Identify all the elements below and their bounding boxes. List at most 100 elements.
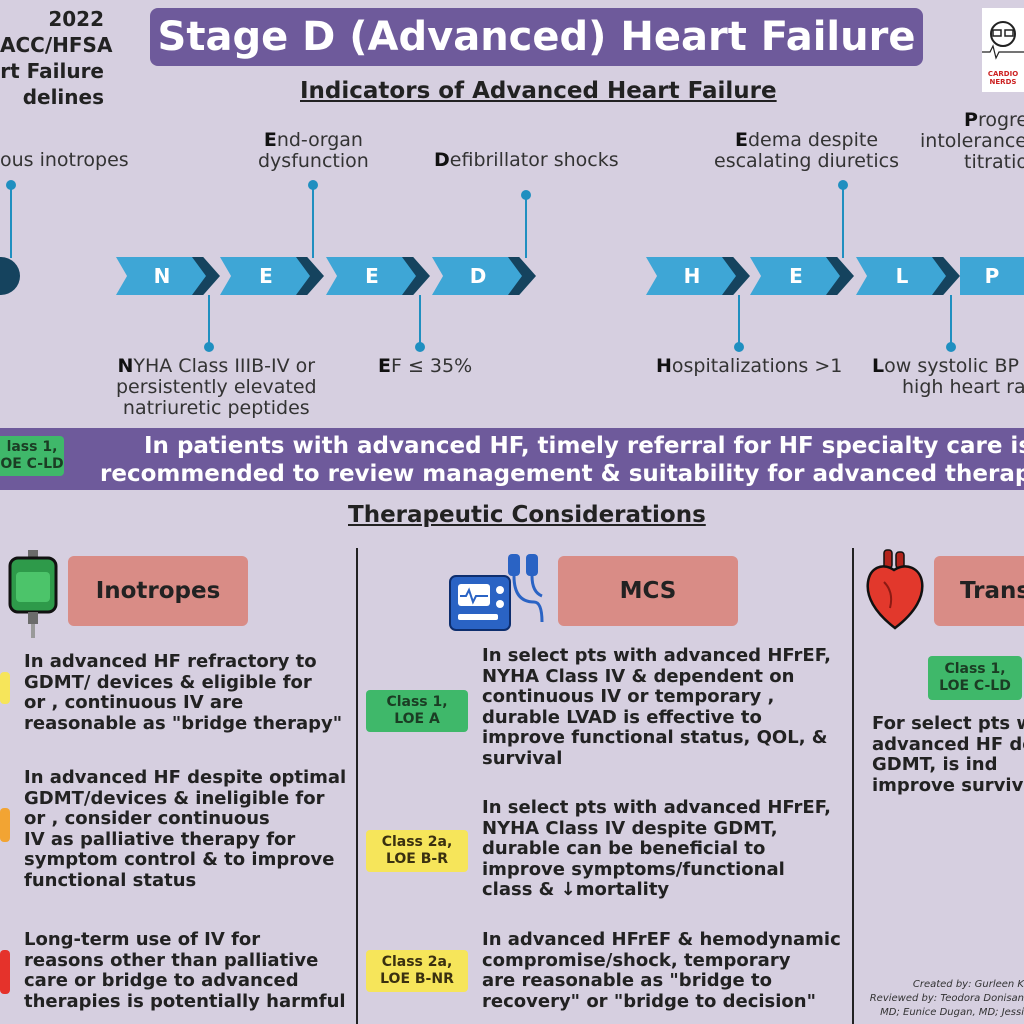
chevron-D: D (432, 257, 524, 295)
chevron-letter: L (895, 264, 909, 288)
rec-line: symptom control & to improve (24, 849, 335, 870)
rec-line: In advanced HF despite optimal (24, 767, 347, 788)
rec-line: are reasonable as "bridge to (482, 970, 772, 991)
referral-banner: lass 1, OE C-LD In patients with advance… (0, 428, 1024, 490)
indicator-text: dema despite (747, 129, 879, 151)
heart-icon (866, 549, 924, 630)
pin-dot (6, 180, 16, 190)
indicator-progressive-label: Progre intolerance titration o (920, 110, 1024, 173)
chevron-letter: E (365, 264, 379, 288)
inotrope-class-2a-marker (0, 672, 10, 704)
rec-line: class & ↓mortality (482, 879, 670, 900)
indicator-inotropes-label: ous inotropes (0, 150, 129, 171)
loe-text: LOE C-LD (939, 678, 1011, 694)
inotrope-rec-3: Long-term use of IV for reasons other th… (24, 929, 354, 1012)
indicator-end-organ-label: End-organ dysfunction (258, 130, 369, 172)
rec-line: care or bridge to advanced (24, 970, 299, 991)
pin-dot (204, 342, 214, 352)
chevron-partial (0, 257, 20, 295)
inotrope-class-2b-marker (0, 808, 10, 842)
indicator-text: intolerance (920, 130, 1024, 152)
referral-class-badge: lass 1, OE C-LD (0, 436, 64, 476)
pin-line (842, 186, 844, 258)
chevron-E1: E (220, 257, 312, 295)
indicator-low-bp-label: Low systolic BP high heart ra (872, 356, 1024, 398)
pin-line (738, 295, 740, 345)
guideline-source-line: rt Failure (0, 59, 104, 83)
chevron-E2: E (326, 257, 418, 295)
indicator-text: F ≤ 35% (390, 355, 473, 377)
class-text: Class 1, (944, 661, 1006, 677)
inotrope-class-3-marker (0, 950, 10, 994)
transplant-rec-1: For select pts w advanced HF de GDMT, is… (872, 714, 1024, 796)
indicator-ef-label: EF ≤ 35% (378, 356, 472, 377)
class-text: Class 2a, (381, 954, 453, 970)
chevron-E3: E (750, 257, 842, 295)
pin-line (950, 295, 952, 345)
rec-line: compromise/shock, temporary (482, 949, 791, 971)
indicator-text: escalating diuretics (714, 150, 900, 172)
mcs-class-badge-1: Class 1, LOE A (366, 690, 468, 732)
rec-line: In select pts with advanced HFrEF, (482, 797, 831, 818)
cardionerds-logo: CARDIO NERDS (982, 8, 1024, 92)
rec-line: survival (482, 747, 563, 769)
chevron-letter: P (984, 264, 1000, 288)
logo-text: CARDIO NERDS (987, 70, 1019, 86)
mcs-rec-1: In select pts with advanced HFrEF, NYHA … (482, 645, 852, 769)
cardionerds-logo-icon (982, 21, 1024, 60)
rec-line: therapies is potentially harmful (24, 990, 346, 1012)
loe-text: LOE B-NR (380, 971, 454, 987)
indicator-edema-label: Edema despite escalating diuretics (714, 130, 899, 172)
rec-line: GDMT/devices & ineligible for (24, 787, 325, 809)
pin-dot (946, 342, 956, 352)
rec-line: improve symptoms/functional (482, 858, 785, 880)
indicator-text: high heart ra (902, 376, 1024, 398)
indicator-text: efibrillator shocks (449, 149, 619, 171)
indicator-letter: E (378, 355, 391, 377)
rec-line: Long-term use of IV for (24, 929, 261, 950)
pin-line (312, 186, 314, 258)
rec-line: reasons other than palliative (24, 949, 319, 971)
chevron-letter: E (259, 264, 273, 288)
chevron-letter: H (683, 264, 701, 288)
rec-line: continuous IV or temporary , (482, 686, 775, 707)
chevron-P: P (960, 257, 1024, 295)
mcs-device-icon (449, 554, 544, 631)
indicator-letter: E (263, 129, 277, 151)
indicator-letter: P (964, 109, 978, 131)
transplant-header: Trans (934, 556, 1024, 626)
indicator-text: titration o (964, 151, 1024, 173)
iv-bag-icon (8, 550, 58, 638)
indicator-text: nd-organ (276, 129, 363, 151)
credits: Created by: Gurleen K Reviewed by: Teodo… (870, 978, 1024, 1020)
rec-line: or , continuous IV are (24, 692, 244, 713)
banner-line: In patients with advanced HF, timely ref… (144, 433, 1024, 459)
pin-line (10, 186, 12, 258)
chevron-letter: N (153, 264, 171, 288)
indicator-letter: N (117, 355, 134, 377)
indicator-text: ospitalizations >1 (671, 355, 843, 377)
pin-dot (415, 342, 425, 352)
page-title: Stage D (Advanced) Heart Failure (150, 8, 923, 66)
indicator-defibrillator-label: Defibrillator shocks (434, 150, 619, 171)
column-divider (852, 548, 854, 1024)
mcs-class-badge-3: Class 2a, LOE B-NR (366, 950, 468, 992)
indicator-hospitalizations-label: Hospitalizations >1 (656, 356, 842, 377)
column-divider (356, 548, 358, 1024)
indicator-letter: H (656, 355, 672, 377)
rec-line: GDMT/ devices & eligible for (24, 671, 312, 693)
mcs-class-badge-2: Class 2a, LOE B-R (366, 830, 468, 872)
rec-line: functional status (24, 869, 197, 891)
mcs-rec-3: In advanced HFrEF & hemodynamic compromi… (482, 929, 852, 1012)
pin-dot (838, 180, 848, 190)
chevron-letter: E (789, 264, 803, 288)
credits-line: Reviewed by: Teodora Donisan (869, 993, 1024, 1004)
indicator-text: dysfunction (258, 150, 369, 172)
rec-line: or , consider continuous (24, 808, 270, 829)
rec-line: NYHA Class IV despite GDMT, (482, 817, 778, 839)
pin-dot (308, 180, 318, 190)
rec-line: recovery" or "bridge to decision" (482, 990, 816, 1012)
indicator-nyha-label: NYHA Class IIIB-IV or persistently eleva… (116, 356, 317, 419)
pin-line (525, 196, 527, 258)
pin-dot (734, 342, 744, 352)
